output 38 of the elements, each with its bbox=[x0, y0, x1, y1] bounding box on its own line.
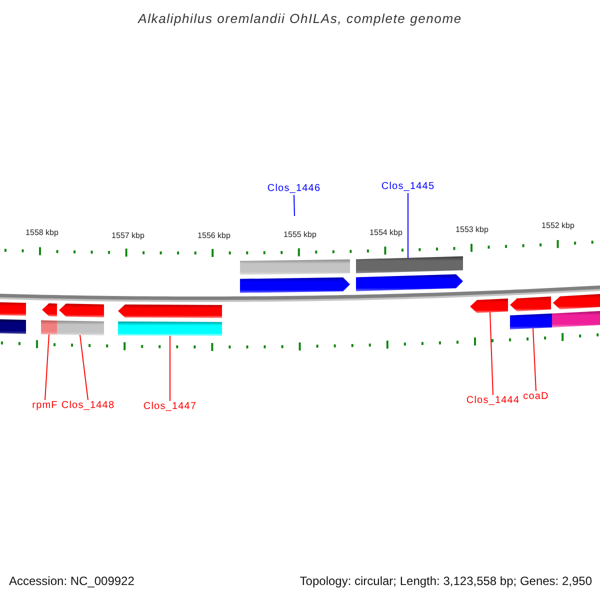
gene-bar bbox=[356, 256, 463, 274]
leader-line bbox=[294, 194, 295, 216]
gene-feature bbox=[42, 303, 57, 317]
gene-label: Clos_1446 bbox=[267, 183, 321, 195]
gene-label: Clos_1448 bbox=[61, 400, 115, 412]
leader-line bbox=[44, 334, 50, 400]
accession-text: Accession: NC_009922 bbox=[9, 574, 134, 588]
gene-bar bbox=[57, 320, 104, 336]
genome-title: Alkaliphilus oremlandii OhILAs, complete genome bbox=[138, 11, 462, 27]
gene-feature bbox=[118, 304, 222, 318]
gene-bar bbox=[510, 314, 552, 330]
gene-feature bbox=[59, 304, 104, 318]
gene-feature bbox=[470, 298, 508, 313]
leader-line bbox=[80, 334, 88, 400]
scale-label: 1557 kbp bbox=[112, 231, 144, 241]
gene-bar bbox=[118, 322, 222, 336]
gene-label: Clos_1445 bbox=[381, 181, 435, 193]
gene-bar bbox=[0, 319, 26, 334]
gene-bar bbox=[240, 259, 350, 275]
gene-feature bbox=[553, 294, 600, 310]
scale-label: 1558 kbp bbox=[26, 228, 58, 238]
gene-feature bbox=[240, 277, 350, 293]
gene-bar bbox=[552, 310, 600, 328]
leader-line bbox=[490, 312, 494, 396]
gene-label: Clos_1444 bbox=[466, 395, 520, 407]
scale-label: 1553 kbp bbox=[456, 225, 488, 235]
scale-label: 1552 kbp bbox=[542, 221, 574, 231]
scale-label: 1554 kbp bbox=[370, 228, 402, 238]
gene-bar bbox=[41, 320, 57, 335]
scale-label: 1556 kbp bbox=[198, 231, 230, 241]
gene-label: coaD bbox=[523, 391, 549, 403]
gene-feature bbox=[510, 296, 551, 312]
gene-feature bbox=[356, 274, 463, 292]
scale-label: 1555 kbp bbox=[284, 230, 316, 240]
gene-label: Clos_1447 bbox=[143, 401, 197, 413]
genome-stats-text: Topology: circular; Length: 3,123,558 bp; Genes: 2,950 bbox=[300, 574, 592, 588]
gene-bar bbox=[0, 302, 26, 316]
gene-label: rpmF bbox=[32, 400, 58, 412]
